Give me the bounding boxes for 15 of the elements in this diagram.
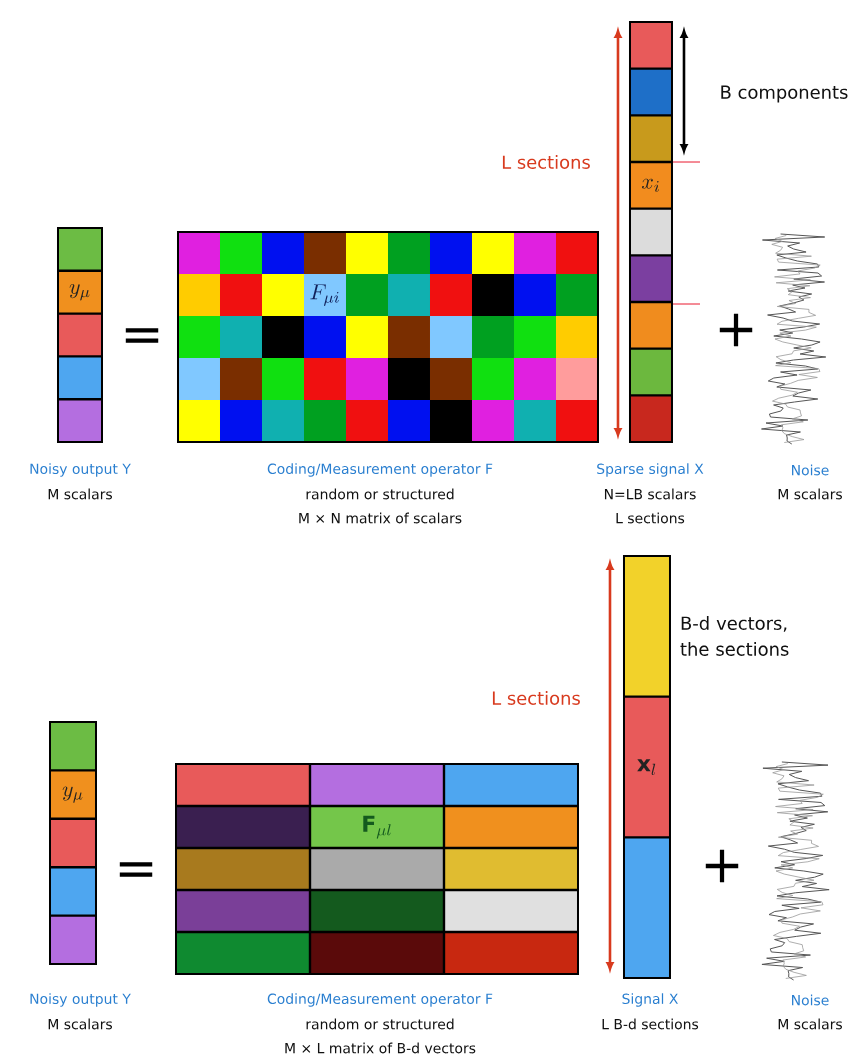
matrix-grid: $\mathbf{F}_{\mu l}$	[175, 763, 579, 975]
operator-sign: +	[719, 313, 753, 347]
annotation: L sections	[492, 691, 580, 705]
noise-drawing	[761, 233, 827, 445]
vector-column: $y_{\mu}$	[49, 721, 97, 965]
operator-sign: +	[705, 849, 739, 883]
operator-sign: =	[125, 328, 159, 343]
vector-column: $\mathbf{x}_l$	[623, 555, 671, 979]
noise-drawing	[761, 761, 830, 981]
matrix-grid: $F_{\mu i}$	[177, 231, 599, 443]
annotation: B components	[721, 85, 848, 103]
vector-column: $x_i$	[629, 21, 673, 443]
vector-column: $y_{\mu}$	[57, 227, 103, 443]
operator-sign: =	[119, 862, 153, 877]
annotation: L sections	[502, 155, 590, 169]
